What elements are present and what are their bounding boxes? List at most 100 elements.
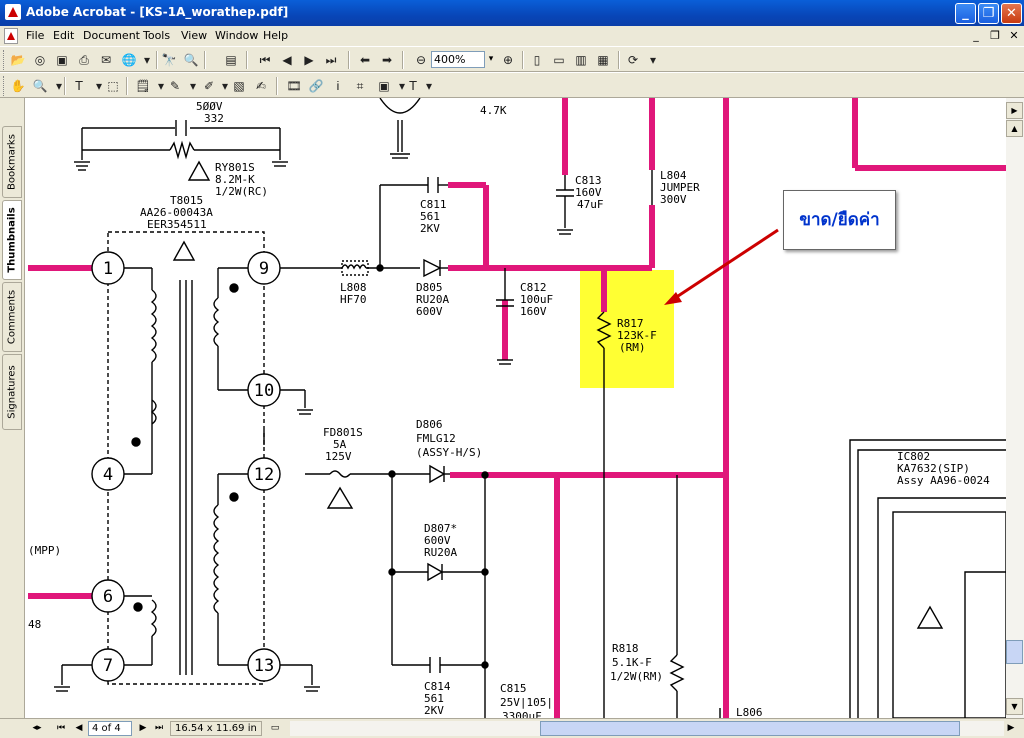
movie-tool-icon[interactable]: 🎞 <box>286 79 302 93</box>
menu-document[interactable]: Document <box>83 29 140 42</box>
pin-label: 4 <box>103 465 113 485</box>
annotation-callout[interactable]: ขาด/ยืดค่า <box>783 190 896 250</box>
email-icon[interactable]: ✉ <box>100 53 112 67</box>
last-page-icon[interactable]: ⏭ <box>325 53 337 67</box>
horizontal-scrollbar[interactable] <box>290 721 1004 736</box>
zoom-tool-dropdown-icon[interactable]: ▾ <box>55 79 63 93</box>
fit-page-icon[interactable]: ▭ <box>553 53 565 67</box>
link-tool-icon[interactable]: 🔗 <box>308 79 324 93</box>
touchup-text-icon[interactable]: T <box>409 79 417 93</box>
stamp-tool-icon[interactable]: ▧ <box>233 79 245 93</box>
zoom-tool-icon[interactable]: 🔍 <box>32 79 48 93</box>
d806-label: D806 <box>416 418 443 431</box>
maximize-button[interactable]: ❐ <box>978 3 999 24</box>
menu-edit[interactable]: Edit <box>53 29 75 42</box>
touchup-dropdown-icon[interactable]: ▾ <box>425 79 433 93</box>
previous-page-icon[interactable]: ◀ <box>75 723 83 733</box>
show-hide-navigation-icon[interactable]: ▤ <box>225 53 237 67</box>
scroll-up-arrow-icon[interactable]: ▲ <box>1006 120 1023 137</box>
document-view[interactable]: 1 9 10 4 12 6 7 13 5ØØV 332 4.7K RY801S … <box>25 98 1006 718</box>
next-page-icon[interactable]: ▶ <box>139 723 147 733</box>
print-icon[interactable]: ⎙ <box>79 53 89 67</box>
zoom-input[interactable]: 400% <box>431 51 485 68</box>
rotate-view-icon[interactable]: ⟳ <box>627 53 639 67</box>
text-select-icon[interactable]: T <box>75 79 83 93</box>
sign-tool-icon[interactable]: ✍ <box>255 79 267 93</box>
menu-tools[interactable]: Tools <box>143 29 171 42</box>
search-web-icon[interactable]: 🌐 <box>121 53 137 67</box>
article-tool-icon[interactable]: Ꭵ <box>336 79 340 93</box>
scroll-right-icon[interactable]: ▶ <box>1007 723 1015 733</box>
c811-label: 2KV <box>420 222 440 235</box>
minimize-button[interactable]: _ <box>955 3 976 24</box>
pin-label: 1 <box>103 259 113 279</box>
save-icon[interactable]: ▣ <box>56 53 68 67</box>
first-page-icon[interactable]: ⏮ <box>259 53 271 67</box>
previous-view-icon[interactable]: ⬅ <box>359 53 371 67</box>
vertical-scroll-thumb[interactable] <box>1006 640 1023 664</box>
next-page-icon[interactable]: ▶ <box>304 53 314 67</box>
last-page-icon[interactable]: ⏭ <box>154 723 164 733</box>
left-edge-label: 48 <box>28 618 41 631</box>
transformer-label: T8015 <box>170 194 203 207</box>
previous-page-icon[interactable]: ◀ <box>282 53 292 67</box>
pencil-tool-icon[interactable]: ✎ <box>169 79 181 93</box>
pin-label: 6 <box>103 587 113 607</box>
r818-label: 5.1K-F <box>612 656 652 669</box>
form-dropdown-icon[interactable]: ▾ <box>398 79 406 93</box>
scroll-down-arrow-icon[interactable]: ▼ <box>1006 698 1023 715</box>
find-icon[interactable]: 🔭 <box>161 53 177 67</box>
tab-thumbnails[interactable]: Thumbnails <box>2 200 22 280</box>
organizer-icon[interactable]: ◎ <box>34 53 46 67</box>
fit-width-icon[interactable]: ▥ <box>575 53 587 67</box>
horizontal-scroll-thumb[interactable] <box>540 721 960 736</box>
crop-tool-icon[interactable]: ⌗ <box>356 79 364 93</box>
hand-tool-icon[interactable]: ✋ <box>10 79 26 93</box>
toolbar-grip[interactable] <box>3 50 7 70</box>
page-layout-icon[interactable]: ▭ <box>270 723 280 733</box>
menu-window[interactable]: Window <box>215 29 259 42</box>
graphics-select-icon[interactable]: ⬚ <box>107 79 119 93</box>
tab-bookmarks[interactable]: Bookmarks <box>2 126 22 198</box>
menu-view[interactable]: View <box>181 29 208 42</box>
pencil-dropdown-icon[interactable]: ▾ <box>189 79 197 93</box>
zoom-in-icon[interactable]: ⊕ <box>502 53 514 67</box>
menu-help[interactable]: Help <box>263 29 289 42</box>
c815-label: C815 <box>500 682 527 695</box>
tab-signatures[interactable]: Signatures <box>2 354 22 430</box>
r818-label: 1/2W(RM) <box>610 670 663 683</box>
open-icon[interactable]: 📂 <box>10 53 26 67</box>
tab-comments[interactable]: Comments <box>2 282 22 352</box>
doc-minimize-icon[interactable]: _ <box>973 29 979 42</box>
scroll-right-arrow-icon[interactable]: ▶ <box>1006 102 1023 119</box>
zoom-out-icon[interactable]: ⊖ <box>415 53 427 67</box>
text-select-dropdown-icon[interactable]: ▾ <box>95 79 103 93</box>
navigation-pane: Bookmarks Thumbnails Comments Signatures <box>0 98 25 718</box>
close-button[interactable]: ✕ <box>1001 3 1022 24</box>
search-icon[interactable]: 🔍 <box>183 53 199 67</box>
highlight-dropdown-icon[interactable]: ▾ <box>221 79 229 93</box>
doc-restore-icon[interactable]: ❐ <box>990 29 1000 42</box>
r817-label: 123K-F <box>617 329 657 342</box>
vertical-scrollbar[interactable]: ▶ ▲ ▼ <box>1006 98 1024 718</box>
reflow-icon[interactable]: ▦ <box>597 53 609 67</box>
form-tool-icon[interactable]: ▣ <box>378 79 390 93</box>
actual-size-icon[interactable]: ▯ <box>533 53 541 67</box>
first-page-icon[interactable]: ⏮ <box>56 723 66 733</box>
doc-close-icon[interactable]: ✕ <box>1009 29 1019 42</box>
toolbar-grip[interactable] <box>3 76 7 96</box>
chevron-down-icon[interactable]: ▾ <box>143 53 151 67</box>
tab-label: Thumbnails <box>6 207 18 273</box>
note-dropdown-icon[interactable]: ▾ <box>157 79 165 93</box>
note-tool-icon[interactable]: 🗒 <box>135 79 151 93</box>
page-number-field[interactable]: 4 of 4 <box>88 721 132 736</box>
zoom-dropdown-icon[interactable]: ▾ <box>488 54 494 64</box>
schematic-drawing: 1 9 10 4 12 6 7 13 5ØØV 332 4.7K RY801S … <box>28 98 1006 718</box>
highlight-tool-icon[interactable]: ✐ <box>203 79 215 93</box>
rotate-dropdown-icon[interactable]: ▾ <box>649 53 657 67</box>
panel-toggle-icon[interactable]: ◂▸ <box>32 723 42 733</box>
next-view-icon[interactable]: ➡ <box>381 53 393 67</box>
menu-file[interactable]: File <box>26 29 45 42</box>
transformer-label: AA26-00043A <box>140 206 213 219</box>
document-icon[interactable] <box>4 28 18 44</box>
